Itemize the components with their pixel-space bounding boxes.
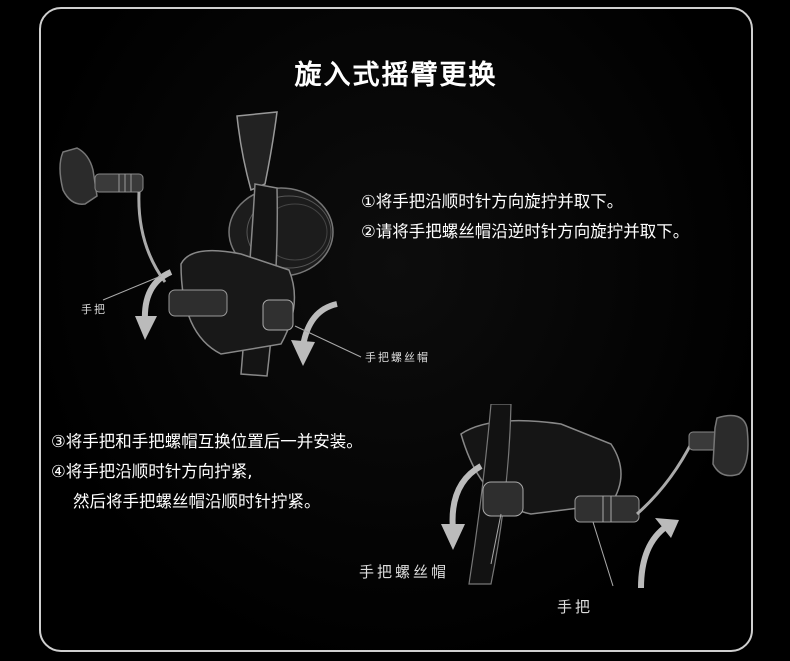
handle-callout: 手把 — [81, 303, 107, 316]
instruction-panel: 旋入式摇臂更换 手把 手把螺丝帽 ①将手把沿顺时针方向旋拧并 — [39, 7, 753, 652]
step-3: ③将手把和手把螺帽互换位置后一并安装。 — [51, 432, 363, 451]
step-2: ②请将手把螺丝帽沿逆时针方向旋拧并取下。 — [361, 222, 690, 241]
step-1: ①将手把沿顺时针方向旋拧并取下。 — [361, 192, 624, 211]
handle-cap-callout: 手把螺丝帽 — [365, 351, 430, 364]
handle-callout-bottom: 手把 — [557, 598, 594, 616]
page-title: 旋入式摇臂更换 — [294, 60, 498, 91]
handle-cap-callout-bottom: 手把螺丝帽 — [359, 563, 450, 581]
step-4: ④将手把沿顺时针方向拧紧, — [51, 462, 253, 481]
removal-steps: ①将手把沿顺时针方向旋拧并取下。 ②请将手把螺丝帽沿逆时针方向旋拧并取下。 — [361, 187, 689, 247]
install-steps: ③将手把和手把螺帽互换位置后一并安装。 ④将手把沿顺时针方向拧紧, 然后将手把螺… — [51, 427, 363, 517]
reel-diagram-install — [441, 404, 749, 589]
step-4-continued: 然后将手把螺丝帽沿顺时针拧紧。 — [73, 492, 321, 511]
reel-diagram-removal — [59, 111, 362, 377]
